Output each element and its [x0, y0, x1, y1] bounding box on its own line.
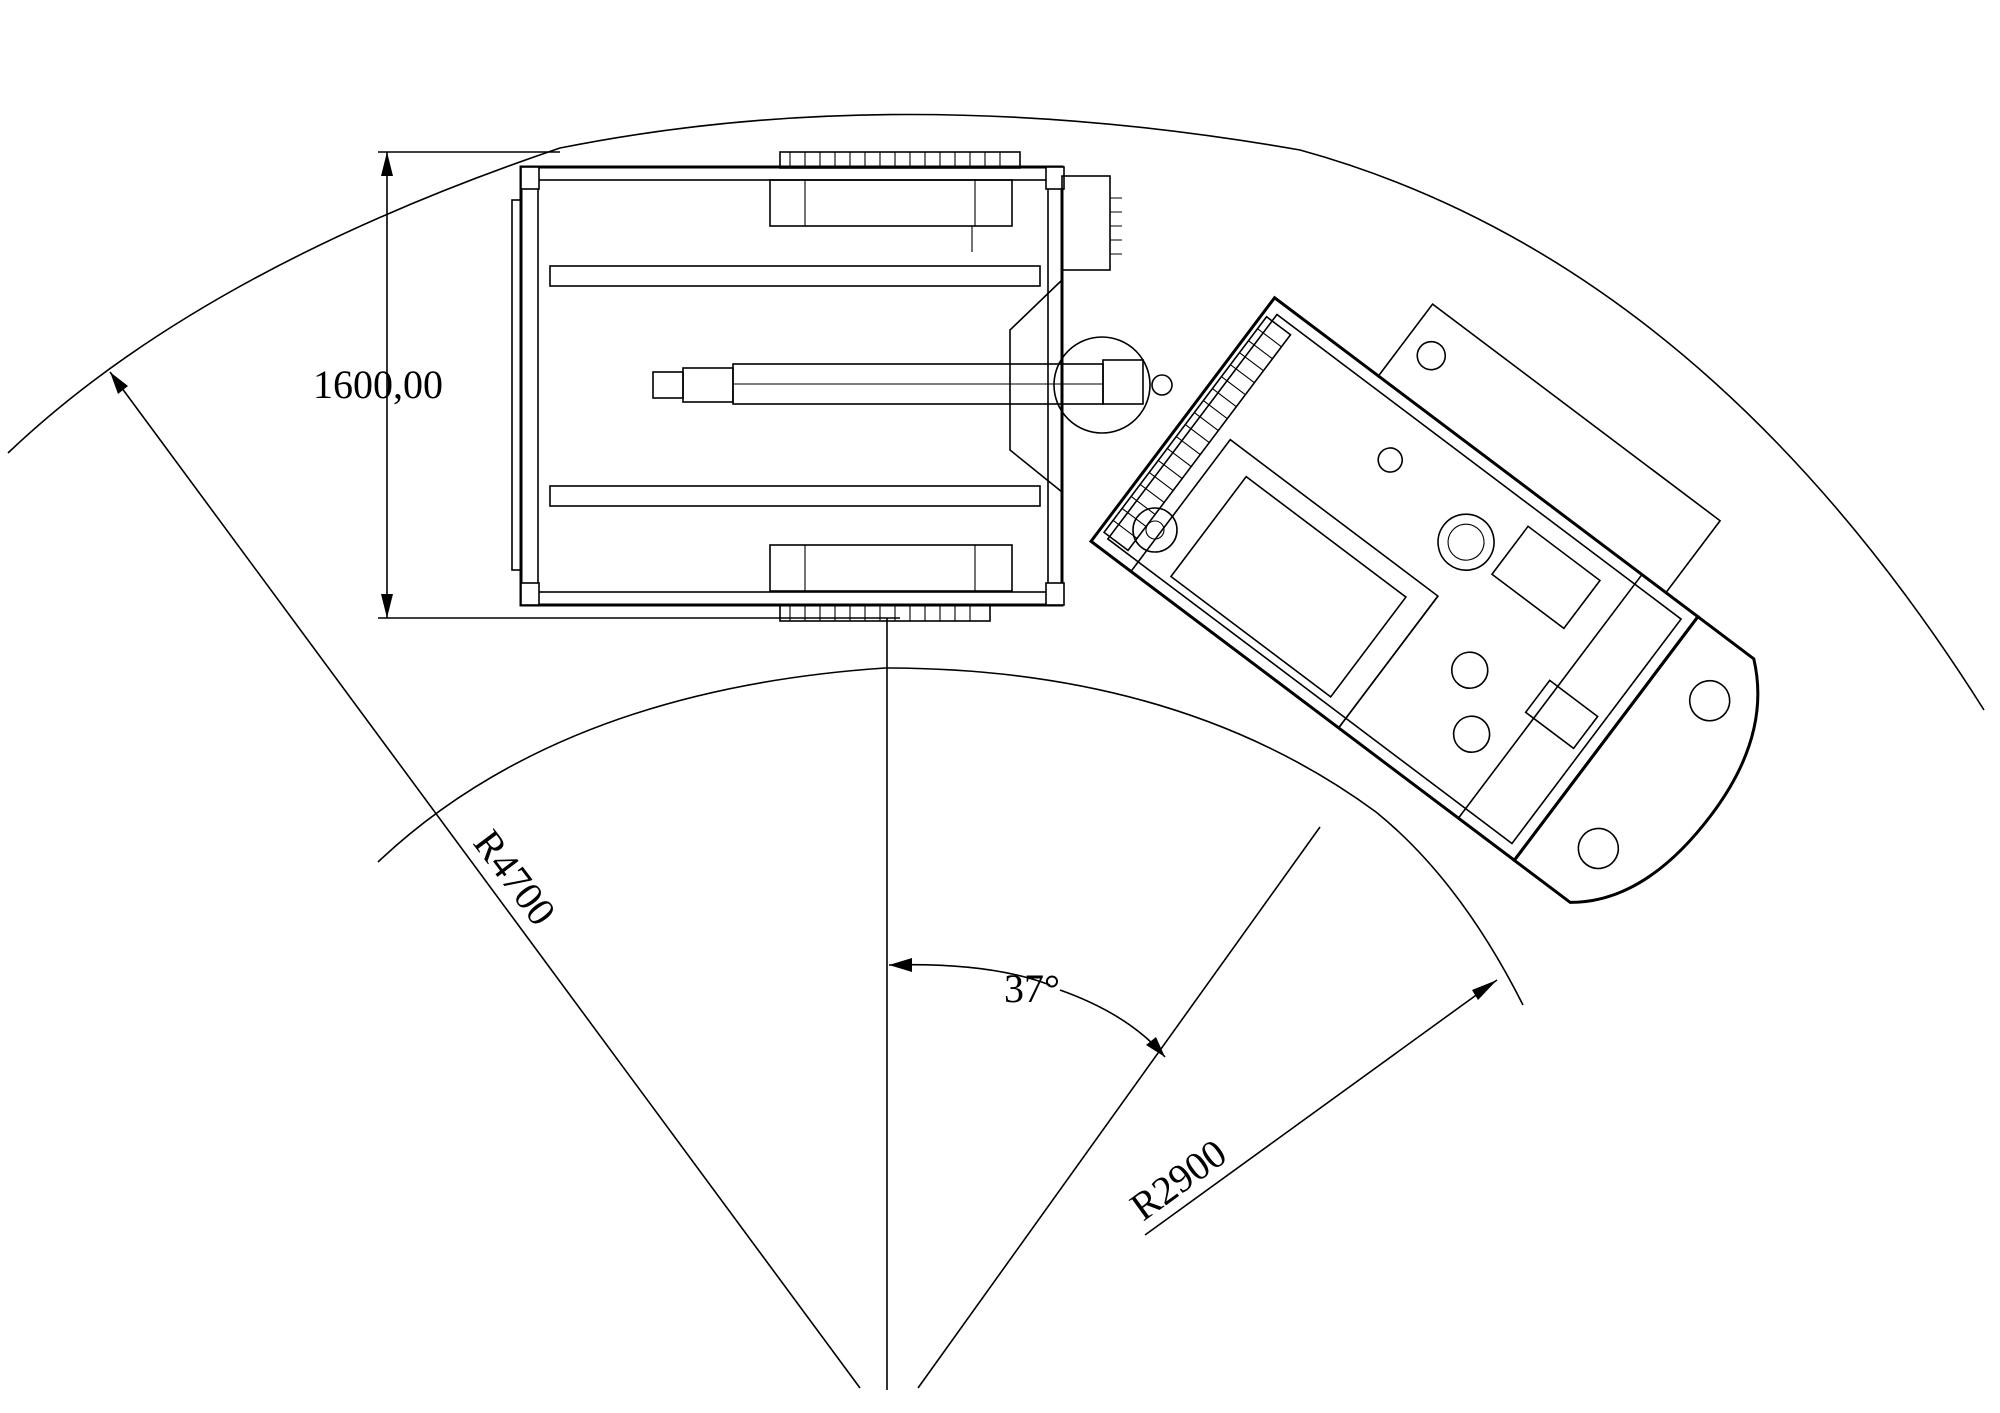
slew-ring [1053, 336, 1151, 434]
side-rail [1337, 595, 1439, 729]
front-frame [519, 165, 1064, 607]
top-track [779, 151, 1021, 169]
dimension-lines [109, 151, 1498, 1390]
tail-port-top [1688, 679, 1731, 722]
operator-seat [1169, 475, 1408, 698]
r2900-leader [1144, 979, 1498, 1236]
angle-arrow-right [1146, 1037, 1165, 1057]
slew-pin [1151, 374, 1173, 396]
valve-block [1061, 175, 1111, 271]
rotated-axis-line [917, 826, 1321, 1389]
upper-tank [769, 179, 1013, 227]
filter-canister [1437, 513, 1495, 571]
bottom-track [779, 604, 991, 622]
r4700-arrowhead [110, 372, 128, 394]
boom-tip [652, 371, 684, 399]
tail-port-bottom [1577, 827, 1620, 870]
upper-band [549, 265, 1041, 287]
width-dimension-label: 1600,00 [313, 362, 443, 407]
outer-turning-arc [7, 113, 1985, 711]
width-arrow-bottom [381, 594, 393, 618]
r2900-arrowhead [1472, 980, 1497, 1000]
boom-tip-block [682, 367, 734, 403]
boom-arm [652, 359, 1144, 405]
hood-cap [1416, 340, 1447, 371]
corner-post-br [1045, 582, 1065, 606]
width-arrow-top [381, 152, 393, 176]
corner-post-tr [1045, 166, 1065, 190]
gauge [1377, 447, 1404, 473]
radius-arcs [7, 113, 1985, 1006]
control-panel [1490, 525, 1602, 630]
pump-2 [1452, 715, 1491, 753]
front-machine-section [511, 151, 1178, 622]
corner-post-bl [520, 582, 540, 606]
slew-housing [1009, 279, 1063, 493]
articulation-wheel [1132, 507, 1178, 553]
rear-body [1088, 295, 1700, 863]
operator-compartment [1129, 438, 1440, 730]
inner-radius-label: R2900 [1122, 1130, 1235, 1229]
valve-fittings [1110, 197, 1122, 255]
outer-radius-label: R4700 [465, 821, 565, 933]
hood-box [1377, 302, 1722, 594]
corner-post-tl [520, 166, 540, 190]
r4700-leader [109, 371, 861, 1389]
left-side-rail [511, 199, 522, 571]
angle-arrow-left [889, 958, 912, 972]
pump [1450, 651, 1489, 689]
angle-label: 37° [1004, 966, 1060, 1011]
radiator-fins [1112, 328, 1282, 539]
rear-divider [1457, 574, 1643, 819]
lower-tank [769, 544, 1013, 592]
boom-head [1102, 359, 1144, 405]
lower-band [549, 485, 1041, 507]
tail-counterweight [1512, 614, 1760, 904]
rear-body-inner [1106, 313, 1683, 845]
filter-canister-inner [1447, 523, 1485, 561]
battery-box [1524, 679, 1599, 750]
top-track-treads [789, 152, 1001, 168]
rear-machine-section [1088, 295, 1760, 904]
bottom-track-treads [789, 605, 971, 621]
inner-turning-arc [377, 667, 1524, 1006]
